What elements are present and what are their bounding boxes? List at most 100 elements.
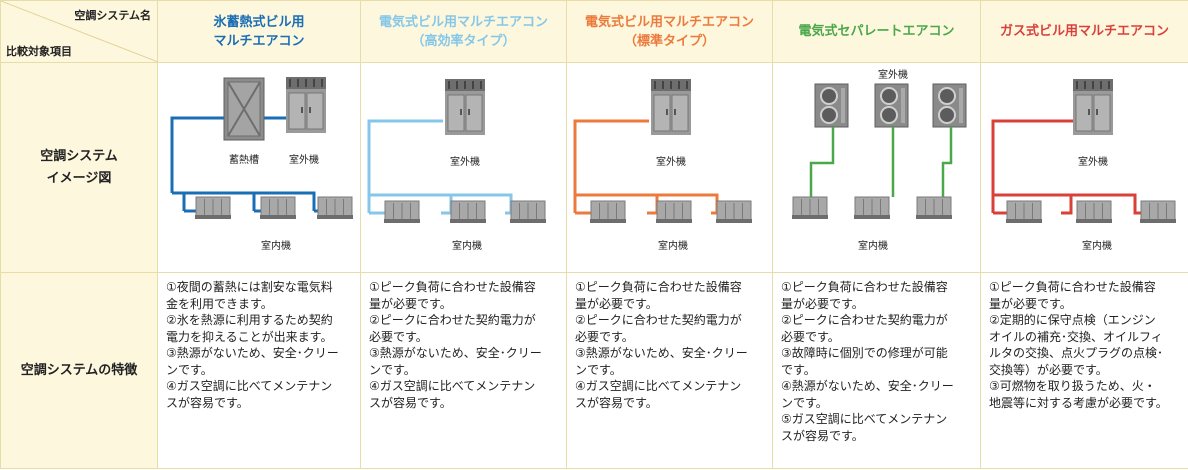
feature-line: 金を利用できます。 bbox=[166, 296, 273, 311]
ice-storage-tank-icon bbox=[223, 77, 265, 141]
feature-line: ンです。 bbox=[781, 395, 828, 410]
feature-line: ①ピーク負荷に合わせた設備容 bbox=[575, 280, 742, 294]
features-elec-std: ①ピーク負荷に合わせた設備容量が必要です。 ②ピークに合わせた契約電力が必要です。… bbox=[566, 272, 773, 469]
outdoor-label: 室外機 bbox=[656, 155, 686, 168]
feature-line: ④熱源がないため、安全･クリー bbox=[781, 379, 954, 393]
column-header-gas: ガス式ビル用マルチエアコン bbox=[980, 0, 1188, 63]
features-ice: ①夜間の蓄熱には割安な電気料金を利用できます。 ②氷を熱源に利用するため契約電力を… bbox=[157, 272, 361, 469]
indoor-unit-icon bbox=[260, 196, 296, 219]
indoor-unit-icon bbox=[1006, 200, 1042, 223]
feature-line: ③熱源がないため、安全･クリー bbox=[369, 346, 542, 360]
feature-line: です。 bbox=[781, 362, 816, 377]
feature-row: 空調システムの特徴 ①夜間の蓄熱には割安な電気料金を利用できます。 ②氷を熱源に利… bbox=[0, 272, 1188, 469]
feature-line: ②氷を熱源に利用するため契約 bbox=[166, 313, 333, 327]
diagram-separate: 室外機室内機 bbox=[772, 62, 981, 273]
feature-line: ③可燃物を取り扱うため、火・ bbox=[989, 379, 1156, 393]
feature-line: オイルの補充･交換、オイルフィ bbox=[989, 329, 1163, 344]
indoor-unit-icon bbox=[656, 200, 692, 223]
pipe-line bbox=[993, 193, 1141, 215]
feature-line: 必要です。 bbox=[575, 329, 634, 344]
feature-line: 量が必要です。 bbox=[989, 296, 1072, 311]
ice-tank-label: 蓄熱槽 bbox=[229, 153, 259, 166]
feature-line: 量が必要です。 bbox=[369, 296, 452, 311]
pipe-line bbox=[941, 127, 953, 197]
indoor-unit-icon bbox=[195, 196, 231, 219]
feature-line: スが容易です。 bbox=[166, 395, 249, 410]
feature-line: スが容易です。 bbox=[781, 428, 864, 443]
feature-line: ンです。 bbox=[575, 362, 622, 377]
indoor-label: 室内機 bbox=[858, 239, 888, 252]
features-elec-high: ①ピーク負荷に合わせた設備容量が必要です。②ピークに合わせた契約電力が必要です。… bbox=[360, 272, 567, 469]
feature-line: ①夜間の蓄熱には割安な電気料 bbox=[166, 280, 333, 294]
pipe-line bbox=[573, 119, 649, 213]
indoor-label: 室内機 bbox=[261, 239, 291, 252]
indoor-unit-icon bbox=[450, 200, 486, 223]
feature-line: ②定期的に保守点検（エンジン bbox=[989, 313, 1156, 327]
indoor-unit-icon bbox=[854, 196, 890, 219]
indoor-unit-icon bbox=[1076, 200, 1112, 223]
indoor-unit-icon bbox=[317, 196, 353, 219]
pipe-line bbox=[172, 191, 316, 211]
corner-bottom-label: 比較対象項目 bbox=[6, 45, 72, 58]
feature-line: 地震等に対する考慮が必要です。 bbox=[989, 395, 1168, 410]
image-row: 空調システムイメージ図 蓄熱槽室外機室内機 室外機室内機 室外機室内機 室外機室… bbox=[0, 62, 1188, 273]
image-row-label: 空調システムイメージ図 bbox=[0, 62, 158, 273]
outdoor-unit-icon bbox=[1073, 79, 1113, 135]
diagram-elec-high: 室外機室内機 bbox=[360, 62, 567, 273]
pipe-line bbox=[991, 119, 1073, 213]
feature-line: 必要です。 bbox=[369, 329, 428, 344]
pipe-line bbox=[170, 116, 226, 193]
corner-top-label: 空調システム名 bbox=[74, 9, 151, 22]
column-header-elec-std: 電気式ビル用マルチエアコン（標準タイプ） bbox=[566, 0, 773, 63]
separate-outdoor-unit-icon bbox=[932, 83, 967, 128]
feature-line: ンです。 bbox=[166, 362, 213, 377]
feature-line: ③熱源がないため、安全･クリー bbox=[575, 346, 748, 360]
feature-line: ①ピーク負荷に合わせた設備容 bbox=[369, 280, 536, 294]
corner-diagonal bbox=[1, 1, 158, 62]
feature-line: ④ガス空調に比べてメンテナン bbox=[166, 379, 333, 393]
indoor-unit-icon bbox=[916, 196, 952, 219]
diagram-elec-std: 室外機室内機 bbox=[566, 62, 773, 273]
feature-line: ③故障時に個別での修理が可能 bbox=[781, 346, 948, 360]
corner-cell: 空調システム名 比較対象項目 bbox=[0, 0, 158, 63]
feature-line: ④ガス空調に比べてメンテナン bbox=[369, 379, 536, 393]
indoor-unit-icon bbox=[384, 200, 420, 223]
feature-line: 量が必要です。 bbox=[575, 296, 658, 311]
indoor-unit-icon bbox=[716, 200, 752, 223]
feature-line: ④ガス空調に比べてメンテナン bbox=[575, 379, 742, 393]
feature-line: 必要です。 bbox=[781, 329, 840, 344]
feature-line: ①ピーク負荷に合わせた設備容 bbox=[989, 280, 1156, 294]
indoor-label: 室内機 bbox=[452, 239, 482, 252]
outdoor-label: 室外機 bbox=[289, 153, 319, 166]
feature-line: ②ピークに合わせた契約電力が bbox=[781, 313, 948, 327]
feature-line: ⑤ガス空調に比べてメンテナン bbox=[781, 412, 948, 426]
indoor-label: 室内機 bbox=[1082, 239, 1112, 252]
outdoor-unit-icon bbox=[651, 79, 691, 135]
feature-line: ③熱源がないため、安全･クリー bbox=[166, 346, 339, 360]
column-header-elec-high: 電気式ビル用マルチエアコン（高効率タイプ） bbox=[360, 0, 567, 63]
diagram-gas: 室外機室内機 bbox=[980, 62, 1188, 273]
pipe-line bbox=[367, 119, 443, 213]
outdoor-label: 室外機 bbox=[878, 68, 908, 81]
feature-line: ②ピークに合わせた契約電力が bbox=[575, 313, 742, 327]
column-header-ice: 氷蓄熱式ビル用マルチエアコン bbox=[157, 0, 361, 63]
features-gas: ①ピーク負荷に合わせた設備容量が必要です。 ②定期的に保守点検（エンジンオイルの補… bbox=[980, 272, 1188, 469]
feature-line: ンです。 bbox=[369, 362, 416, 377]
indoor-label: 室内機 bbox=[658, 239, 688, 252]
indoor-unit-icon bbox=[590, 200, 626, 223]
outdoor-unit-icon bbox=[286, 77, 326, 133]
feature-line: 交換等）が必要です。 bbox=[989, 362, 1108, 377]
separate-outdoor-unit-icon bbox=[814, 83, 849, 128]
feature-line: スが容易です。 bbox=[575, 395, 658, 410]
diagram-ice: 蓄熱槽 室外機室内機 bbox=[157, 62, 361, 273]
header-row: 空調システム名 比較対象項目 氷蓄熱式ビル用マルチエアコン 電気式ビル用マルチエ… bbox=[0, 0, 1188, 63]
feature-line: 電力を抑えることが出来ます。 bbox=[166, 329, 333, 344]
feature-line: 量が必要です。 bbox=[781, 296, 864, 311]
feature-line: ルタの交換、点火プラグの点検･ bbox=[989, 346, 1164, 360]
outdoor-unit-icon bbox=[445, 79, 485, 135]
feature-row-label: 空調システムの特徴 bbox=[0, 272, 158, 469]
outdoor-label: 室外機 bbox=[1078, 155, 1108, 168]
indoor-unit-icon bbox=[1140, 200, 1176, 223]
feature-line: スが容易です。 bbox=[369, 395, 452, 410]
